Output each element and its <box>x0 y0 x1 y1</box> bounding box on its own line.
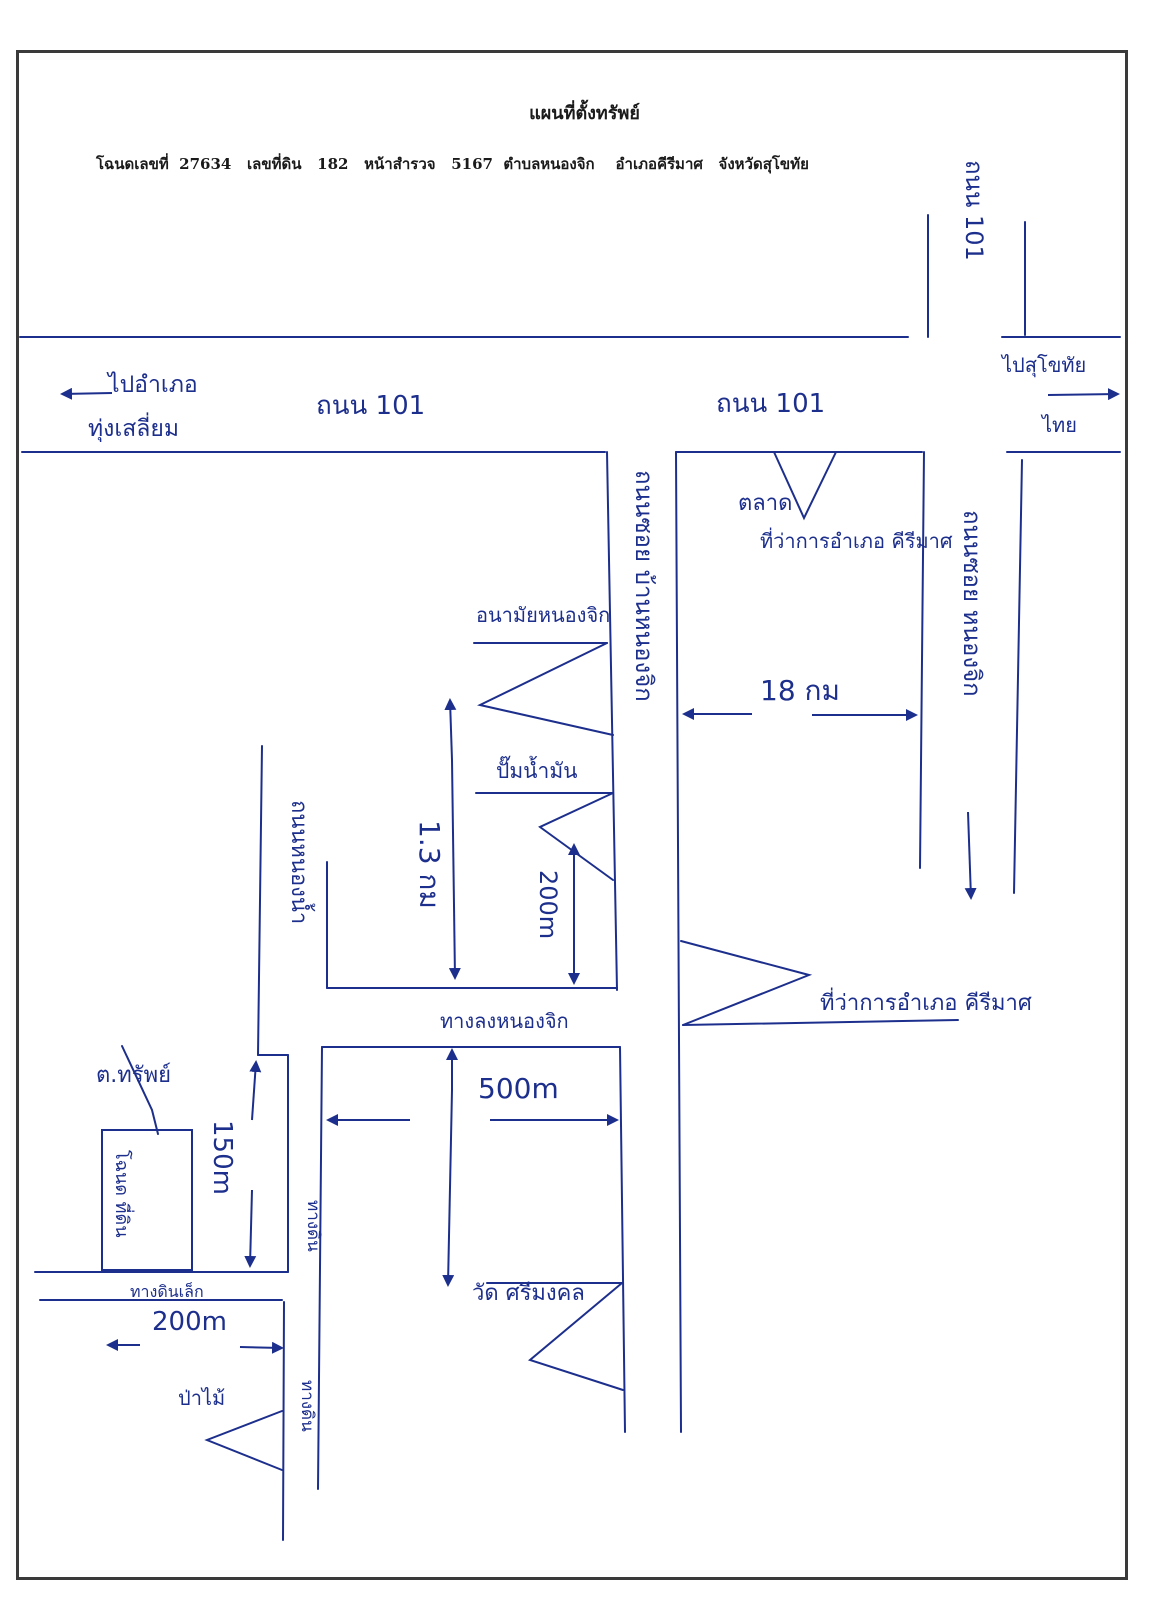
label-to-left-2: ทุ่งเสลี่ยม <box>88 412 179 442</box>
dim-200m-right <box>239 1341 284 1354</box>
label-distance-200m-horizontal: 200m <box>152 1307 227 1337</box>
label-dirt-road-2: ทางดินเล็ก <box>130 1281 204 1301</box>
label-distance-18km: 18 กม <box>760 674 840 707</box>
district-office-line <box>682 1019 959 1026</box>
label-health-center: อนามัยหนองจิก <box>476 603 610 627</box>
plot-rectangle <box>101 1129 193 1271</box>
gas-station-marker <box>538 792 614 881</box>
health-center-marker <box>477 642 614 736</box>
label-district-office: ที่ว่าการอำเภอ คีรีมาศ <box>820 987 1032 1016</box>
deed-info-line: โฉนดเลขที่ 27634 เลขที่ดิน 182 หน้าสำรวจ… <box>96 155 809 173</box>
dim-150m-down <box>244 1189 257 1268</box>
paddy-marker <box>204 1410 283 1471</box>
dirt-road-right-edge <box>317 1046 323 1490</box>
label-main-road-right: ถนน 101 <box>716 389 825 419</box>
label-canal-road: ถนนหนองน้ำ <box>286 800 315 924</box>
label-temple: วัด ศรีมงคล <box>472 1281 585 1306</box>
dim-500m-down <box>442 1089 455 1287</box>
map-border <box>16 50 1128 1580</box>
label-property-owner: ต.ทรัพย์ <box>96 1063 171 1088</box>
label-distance-200m-vertical: 200m <box>534 870 562 939</box>
label-to-left: ไปอำเภอ <box>106 371 198 398</box>
arrow-to-right <box>1047 388 1120 401</box>
canal-road-edge <box>257 745 263 1056</box>
label-district-office-top: ที่ว่าการอำเภอ คีรีมาศ <box>760 527 953 553</box>
map-title: แผนที่ตั้งทรัพย์ <box>529 103 640 124</box>
label-dirt-road-3: ทางดิน <box>297 1380 317 1432</box>
label-side-road: ถนนซอย หนองจิก <box>958 510 986 697</box>
label-paddy: ป่าไม้ <box>178 1386 225 1410</box>
soi-right-edge <box>675 451 682 1433</box>
label-soi-main: ถนนซอย บ้านหนองจิก <box>630 470 658 702</box>
label-to-right: ไปสุโขทัย <box>1000 353 1086 378</box>
dim-150m-up <box>249 1060 262 1121</box>
temple-marker <box>527 1282 624 1391</box>
owner-pointer <box>121 1045 159 1135</box>
lower-dirt-road-edge <box>282 1301 285 1541</box>
label-distance-500m: 500m <box>478 1072 559 1105</box>
dim-1-3km-down <box>448 759 461 980</box>
label-north-road: ถนน 101 <box>960 160 988 261</box>
label-market: ตลาด <box>738 491 792 516</box>
side-road-left-edge <box>919 451 925 869</box>
arrow-to-left <box>60 387 113 400</box>
arrow-side-road-down <box>964 811 977 900</box>
side-road-right-edge <box>1013 459 1023 894</box>
label-main-road-left: ถนน 101 <box>316 391 425 421</box>
label-distance-1-3km: 1.3 กม <box>413 820 446 909</box>
label-village-road: ทางลงหนองจิก <box>440 1009 569 1033</box>
market-marker <box>773 451 837 521</box>
district-office-marker <box>680 940 813 1026</box>
soi-left-edge-lower <box>619 1046 626 1433</box>
label-gas-station: ปั๊มน้ำมัน <box>496 755 578 783</box>
label-dirt-road-1: ทางดิน <box>303 1200 323 1252</box>
label-to-right-2: ไทย <box>1040 413 1077 437</box>
label-distance-150m: 150m <box>207 1120 237 1195</box>
label-plot: โฉนด ที่ดิน <box>111 1150 135 1238</box>
dim-1-3km-up <box>444 698 457 761</box>
soi-left-edge-upper <box>606 451 618 991</box>
